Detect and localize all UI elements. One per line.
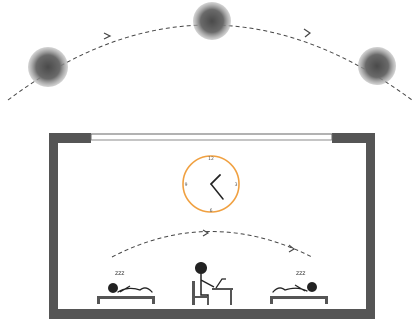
indoor-arrow-icon-center xyxy=(203,230,208,236)
working-person xyxy=(192,262,233,305)
sleep-z-right: zzz xyxy=(296,270,305,277)
bed-left xyxy=(97,296,155,299)
sun-left xyxy=(28,47,68,87)
wall-clock: 12 3 6 9 xyxy=(183,156,239,214)
desk xyxy=(212,288,233,290)
sun-top xyxy=(193,2,231,40)
clock-numeral-9: 9 xyxy=(185,182,188,188)
ceiling-left xyxy=(49,133,91,143)
bed-left-leg-b xyxy=(152,296,155,304)
head-left xyxy=(108,283,118,293)
sleeping-person-left: zzz xyxy=(97,270,155,304)
clock-numeral-6: 6 xyxy=(210,208,213,214)
indoor-arc-path xyxy=(112,232,312,258)
clock-numeral-12: 12 xyxy=(208,156,214,162)
head-right xyxy=(307,282,317,292)
body-worker xyxy=(201,274,208,305)
ceiling-right xyxy=(332,133,375,143)
arm-worker xyxy=(201,280,214,287)
laptop-icon xyxy=(216,279,226,288)
bed-right-leg-b xyxy=(325,296,328,304)
sleeping-person-right: zzz xyxy=(270,270,328,304)
sun-right xyxy=(358,47,396,85)
sky-arrow-icon-right xyxy=(304,29,310,37)
chair-seat xyxy=(192,296,208,298)
indoor-arrow-icon-right xyxy=(289,245,294,252)
head-worker xyxy=(195,262,207,274)
sleep-z-left: zzz xyxy=(115,270,124,277)
floor xyxy=(49,309,375,319)
bed-left-leg-a xyxy=(97,296,100,304)
bed-right xyxy=(270,296,328,299)
clock-numeral-3: 3 xyxy=(235,182,238,188)
desk-leg xyxy=(230,288,232,305)
skylight xyxy=(91,134,332,140)
chair xyxy=(192,281,195,305)
wall-right xyxy=(366,133,375,319)
bed-right-leg-a xyxy=(270,296,273,304)
sky-arrow-icon-left xyxy=(104,33,110,39)
wall-left xyxy=(49,133,58,319)
